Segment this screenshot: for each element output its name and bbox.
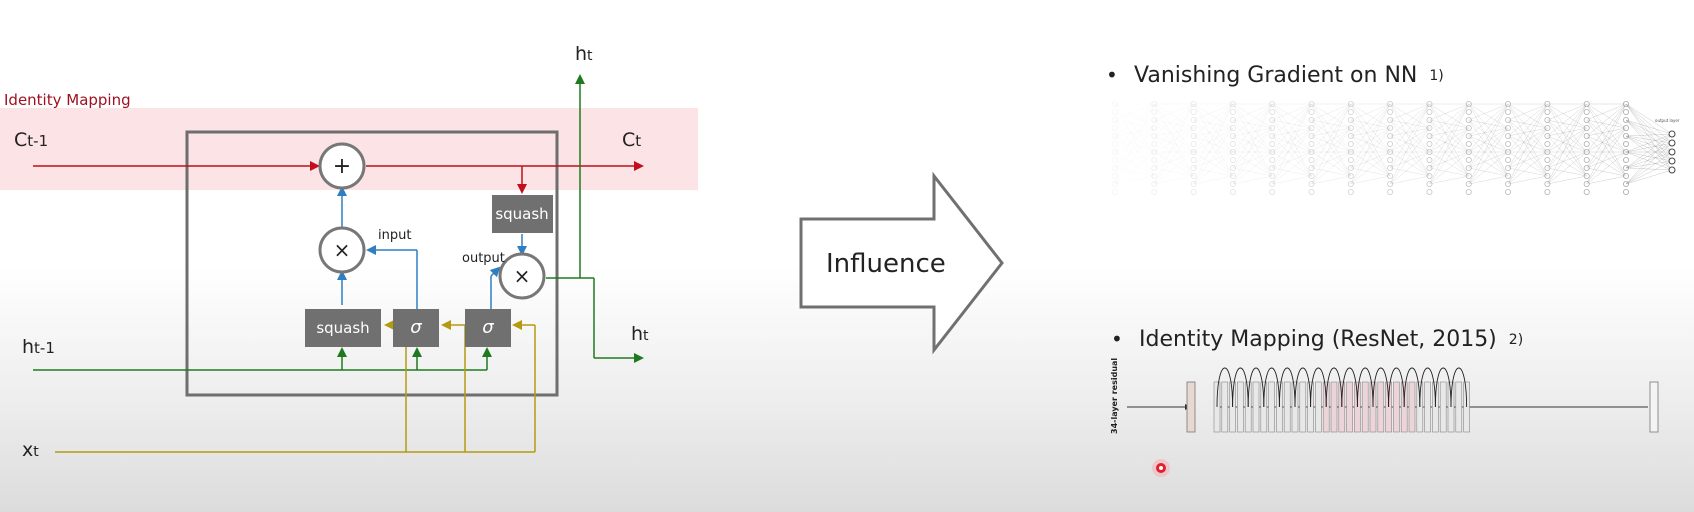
h-prev-label: ht-1 <box>22 336 55 358</box>
lstm-diagram: Identity Mapping <box>0 43 698 461</box>
add-operator: + <box>318 142 366 190</box>
svg-text:×: × <box>514 264 531 288</box>
cursor-indicator <box>1152 459 1170 477</box>
h-right-label: ht <box>631 323 649 345</box>
svg-text:squash: squash <box>316 319 369 337</box>
influence-arrow: Influence <box>799 171 1004 355</box>
c-prev-label: Ct-1 <box>14 129 48 151</box>
vanishing-gradient-network-image <box>1112 101 1676 195</box>
h-top-label: ht <box>575 43 593 65</box>
influence-label: Influence <box>826 249 946 279</box>
svg-text:+: + <box>333 154 351 179</box>
svg-text:squash: squash <box>495 205 548 223</box>
bullet-1: • <box>1106 63 1118 87</box>
svg-text:×: × <box>334 238 351 262</box>
input-label: input <box>378 228 411 243</box>
identity-mapping-label: Identity Mapping <box>4 91 131 109</box>
output-multiply-operator: × <box>498 252 546 300</box>
identity-mapping-resnet-title: Identity Mapping (ResNet, 2015)2) <box>1139 327 1523 352</box>
lstm-cell-box <box>185 130 559 397</box>
squash-box-left: squash <box>305 309 381 347</box>
output-gate-sigma-box: σ <box>465 309 511 347</box>
output-label: output <box>462 251 505 266</box>
svg-text:σ: σ <box>410 317 422 338</box>
bullet-2: • <box>1111 327 1123 351</box>
c-next-label: Ct <box>622 129 641 151</box>
resnet-34-layer-image <box>1127 367 1659 433</box>
output-gate-arrow <box>489 266 501 278</box>
nn-output-layer-label: output layer <box>1655 118 1680 123</box>
resnet-side-label: 34-layer residual <box>1110 358 1119 434</box>
squash-box-right: squash <box>492 195 553 233</box>
svg-text:σ: σ <box>482 317 494 338</box>
x-label: xt <box>22 439 39 461</box>
input-multiply-operator: × <box>318 226 366 274</box>
input-gate-sigma-box: σ <box>393 309 439 347</box>
